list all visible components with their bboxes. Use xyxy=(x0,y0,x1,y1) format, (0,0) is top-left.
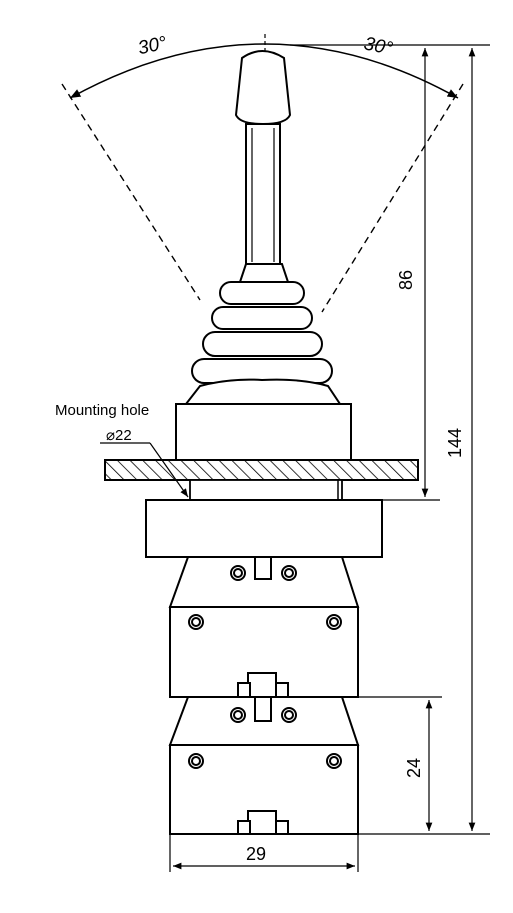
panel-nut xyxy=(189,479,343,501)
mounting-hole-diameter: ⌀22 xyxy=(106,427,132,444)
dimension-144 xyxy=(358,44,490,835)
dimension-24-label: 24 xyxy=(404,758,424,778)
contact-module-2 xyxy=(168,696,360,835)
joystick-lever xyxy=(234,50,292,283)
base-block xyxy=(145,499,383,558)
left-angle-label: 30° xyxy=(136,33,169,60)
mounting-hole-leader xyxy=(100,442,189,498)
swing-angle-indicator xyxy=(61,34,464,313)
left-limit-line xyxy=(61,83,201,301)
mounting-hole-label: Mounting hole xyxy=(55,402,149,419)
dimension-86 xyxy=(290,44,440,501)
dimension-86-label: 86 xyxy=(396,270,416,290)
right-angle-label: 30° xyxy=(362,33,395,60)
lever-shaft xyxy=(245,123,281,265)
dimension-29 xyxy=(169,834,359,872)
dimension-144-label: 144 xyxy=(445,428,465,458)
dimension-29-label: 29 xyxy=(246,844,266,864)
upper-housing xyxy=(175,403,352,461)
right-limit-line xyxy=(321,83,464,313)
mounting-panel xyxy=(104,459,419,481)
contact-module-1 xyxy=(168,556,360,698)
lever-knob xyxy=(234,50,292,126)
rubber-boot xyxy=(183,281,342,405)
dimension-24 xyxy=(358,696,442,831)
boot-top xyxy=(238,263,290,283)
